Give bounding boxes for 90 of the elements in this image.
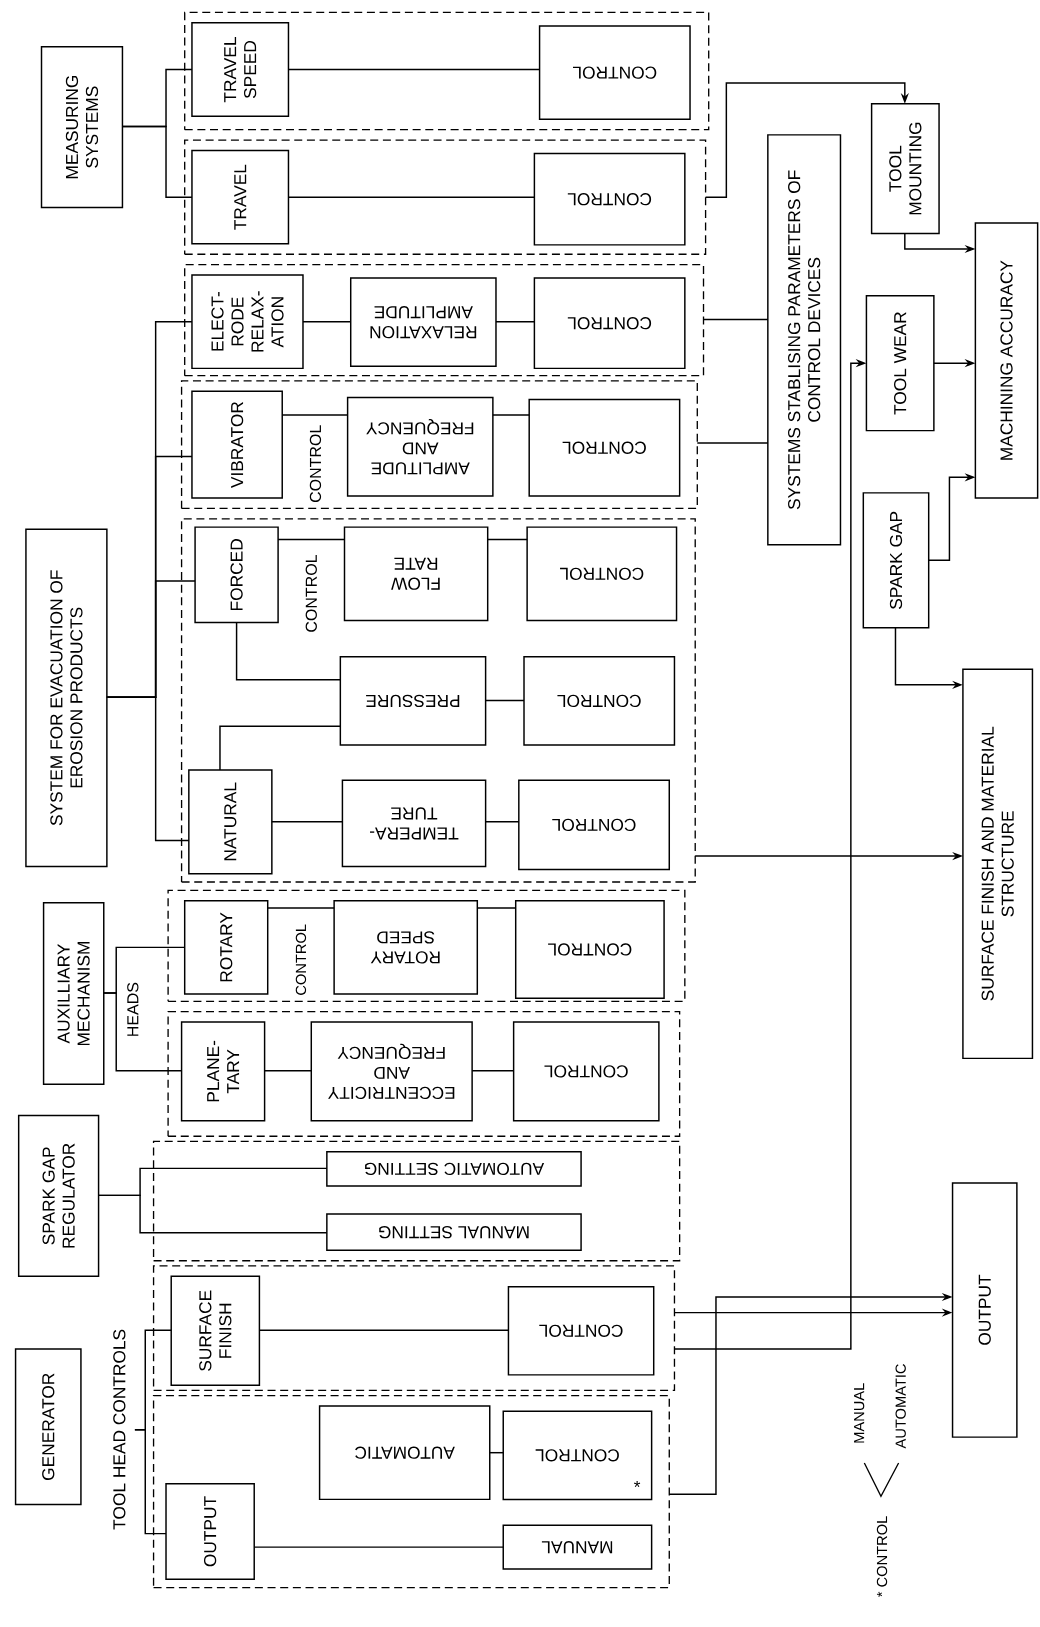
connector-line [495, 320, 536, 323]
process-box: GENERATOR [14, 1348, 82, 1506]
text-label: CONTROL [309, 425, 322, 503]
connector-line [97, 1194, 328, 1234]
dashed-frame [167, 1011, 681, 1137]
process-box: MANUAL [502, 1524, 653, 1570]
connector-line [476, 907, 517, 909]
process-box: SYSTEM FOR EVACUATION OF EROSION PRODUCTS [25, 528, 108, 868]
connector-line [702, 318, 769, 321]
process-box: AMPLITUDE AND FREQUENCY [347, 396, 494, 497]
connector-line [271, 821, 344, 823]
process-box: CONTROL [513, 1021, 660, 1122]
process-box: TOOL MOUNTING [871, 103, 940, 235]
dashed-frame [184, 11, 710, 131]
process-box: CONTROL [528, 398, 681, 497]
process-box: SURFACE FINISH AND MATERIAL STRUCTURE [962, 668, 1034, 1060]
process-box: ROTARY SPEED [333, 899, 479, 995]
process-box: CONTROL [533, 152, 686, 246]
connector-line [485, 821, 520, 823]
connector-line [134, 1429, 167, 1535]
arrow [705, 82, 910, 198]
process-box: CONTROL [526, 526, 678, 622]
process-box: ECCENTRICITY AND FREQUENCY [310, 1021, 473, 1122]
process-box: MACHINING ACCURACY [974, 222, 1039, 499]
connector-line [267, 907, 335, 909]
connector-line [487, 538, 528, 541]
dashed-frame [153, 1140, 681, 1262]
connector-line [106, 696, 190, 842]
process-box: ROTARY [184, 899, 269, 995]
text-label: HEADS [127, 982, 139, 1036]
connector-line [277, 538, 346, 541]
process-box: SYSTEMS STABLISING PARAMETERS OF CONTROL DEVICES [767, 134, 842, 546]
connector-line [219, 725, 342, 771]
connector-line [485, 699, 525, 702]
text-label: TOOL HEAD CONTROLS [113, 1329, 126, 1530]
process-box: CONTROL * [502, 1410, 653, 1501]
process-box: OUTPUT [165, 1483, 256, 1580]
dashed-frame [181, 518, 696, 883]
connector-line [264, 1070, 313, 1072]
dashed-frame [153, 1265, 676, 1392]
process-box: SPARK GAP [862, 492, 930, 629]
process-box: CONTROL [539, 25, 691, 121]
process-box: FORCED [194, 526, 279, 624]
process-box: TEMPERA-TURE [341, 779, 487, 868]
process-box: CONTROL [533, 277, 686, 370]
process-box: RELAXATION AMPLITUDE [350, 277, 497, 368]
connector-line [121, 125, 193, 198]
process-box: CONTROL [518, 779, 671, 871]
text-label: MANUAL [854, 1383, 865, 1443]
connector-line [302, 320, 352, 323]
process-box: CONTROL [523, 656, 676, 746]
process-box: VIBRATOR [191, 390, 284, 499]
process-box: AUXILLIARY MECHANISM [43, 902, 105, 1086]
connector-line [287, 196, 536, 198]
process-box: SURFACE FINISH [170, 1275, 261, 1386]
connector-line [489, 1451, 505, 1454]
connector-line [258, 1329, 510, 1331]
process-box: OUTPUT [951, 1182, 1018, 1438]
connector-line [103, 992, 183, 1072]
process-box: CONTROL [515, 899, 665, 999]
process-box: MANUAL SETTING [326, 1213, 582, 1252]
process-box: AUTOMATIC [319, 1405, 491, 1501]
dashed-frame [167, 889, 686, 1002]
process-box: CONTROL [507, 1285, 655, 1376]
text-label: AUTOMATIC [895, 1364, 906, 1449]
dashed-frame [184, 263, 705, 377]
process-box: NATURAL [188, 769, 273, 875]
process-box: TOOL WEAR [865, 295, 935, 432]
connector-line [471, 1070, 515, 1072]
dashed-frame [184, 139, 707, 255]
process-box: FLOW RATE [343, 526, 489, 622]
connector-line [236, 621, 342, 681]
text-label: CONTROL [305, 554, 318, 632]
process-box: PRESSURE [339, 656, 487, 746]
connector-line [287, 68, 541, 71]
connector-line [696, 442, 769, 444]
process-box: MEASURING SYSTEMS [40, 45, 124, 209]
process-box: PLANE-TARY [181, 1021, 266, 1122]
connector-line [281, 414, 349, 416]
process-box: TRAVEL SPEED [191, 22, 290, 117]
process-box: AUTOMATIC SETTING [326, 1151, 582, 1187]
process-box: TRAVEL [191, 149, 290, 245]
dashed-frame [153, 1394, 671, 1589]
connector-line [253, 1546, 505, 1548]
text-label: CONTROL [295, 924, 307, 995]
process-box: ELECT-RODE RELAX-ATION [191, 274, 304, 370]
text-label: * CONTROL [876, 1516, 888, 1597]
dashed-frame [181, 380, 699, 510]
connector-line [492, 414, 531, 416]
process-box: SPARK GAP REGULATOR [18, 1114, 100, 1278]
